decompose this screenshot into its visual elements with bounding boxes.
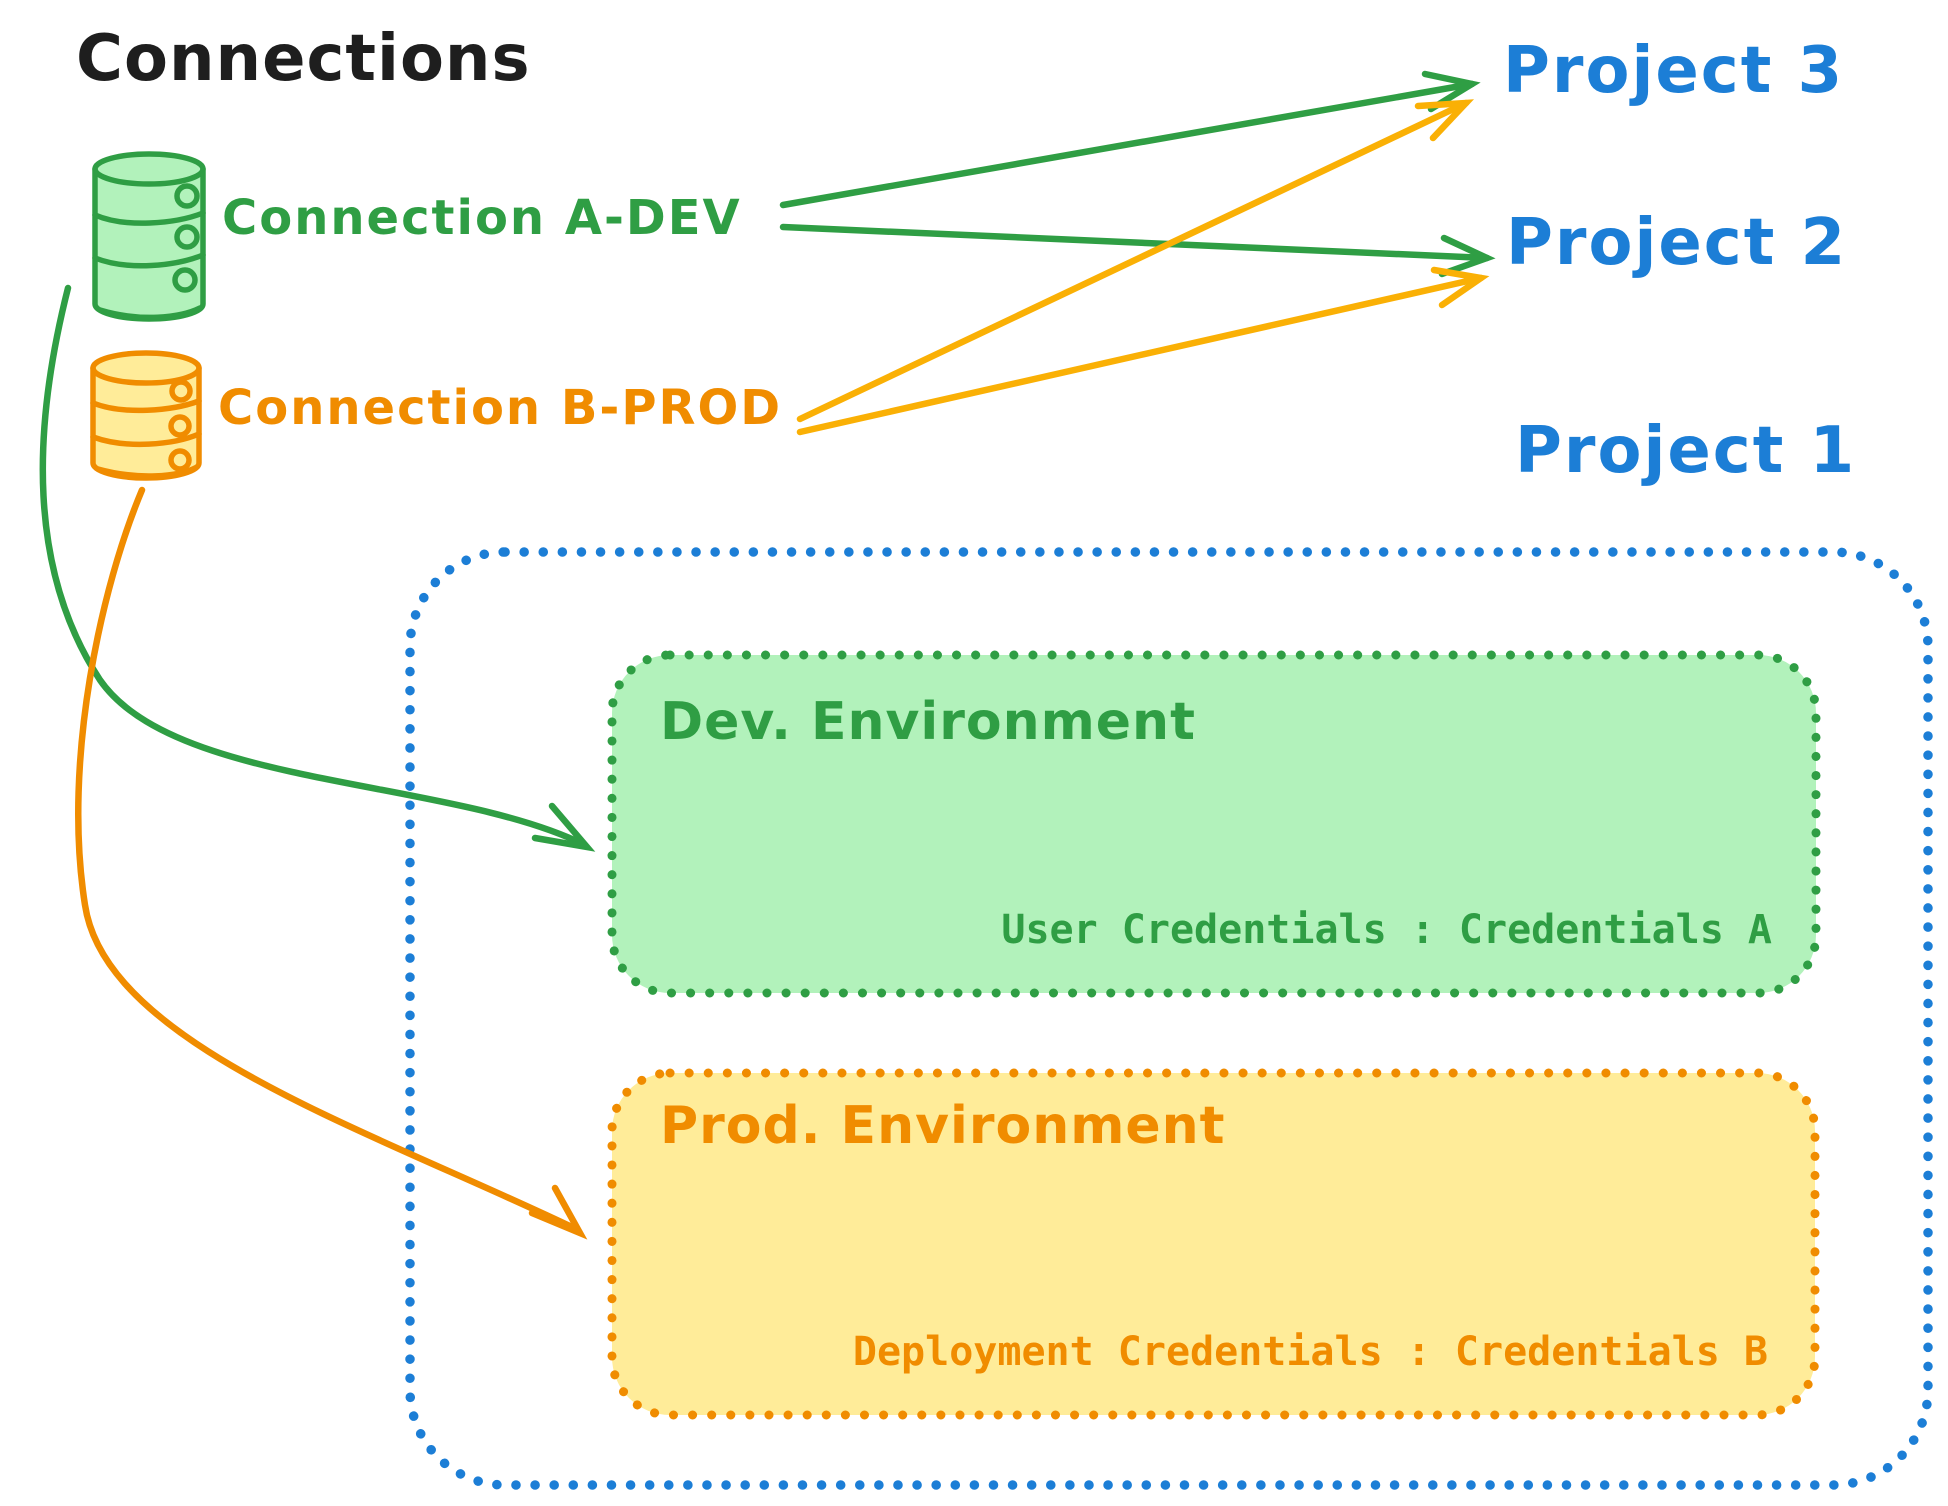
arrow-a-dev-to-project-3 [779,70,1481,209]
connection-b-prod-label: Connection B-PROD [218,380,783,436]
database-icon-a-dev [92,151,206,322]
arrow-b-prod-to-project-2 [796,266,1490,436]
dev-environment-box [607,650,1821,998]
database-icon-b-prod [90,350,202,481]
prod-environment-credentials: Deployment Credentials : Credentials B [852,1329,1768,1375]
project-3-label: Project 3 [1503,34,1845,108]
dev-environment-credentials: User Credentials : Credentials A [1001,907,1772,953]
arrow-b-prod-to-prod-environment [75,486,588,1240]
arrow-b-prod-to-project-3 [796,99,1475,423]
dev-environment-title: Dev. Environment [660,692,1196,752]
connection-a-dev-label: Connection A-DEV [222,190,742,246]
prod-environment-title: Prod. Environment [660,1096,1226,1156]
arrow-a-dev-to-project-2 [779,223,1496,278]
project1-container-border [405,547,1933,1490]
project-1-label: Project 1 [1515,414,1857,488]
prod-environment-box [607,1068,1820,1420]
project-2-label: Project 2 [1506,206,1848,280]
arrow-a-dev-to-dev-environment [39,284,596,852]
diagram-title: Connections [76,22,531,96]
